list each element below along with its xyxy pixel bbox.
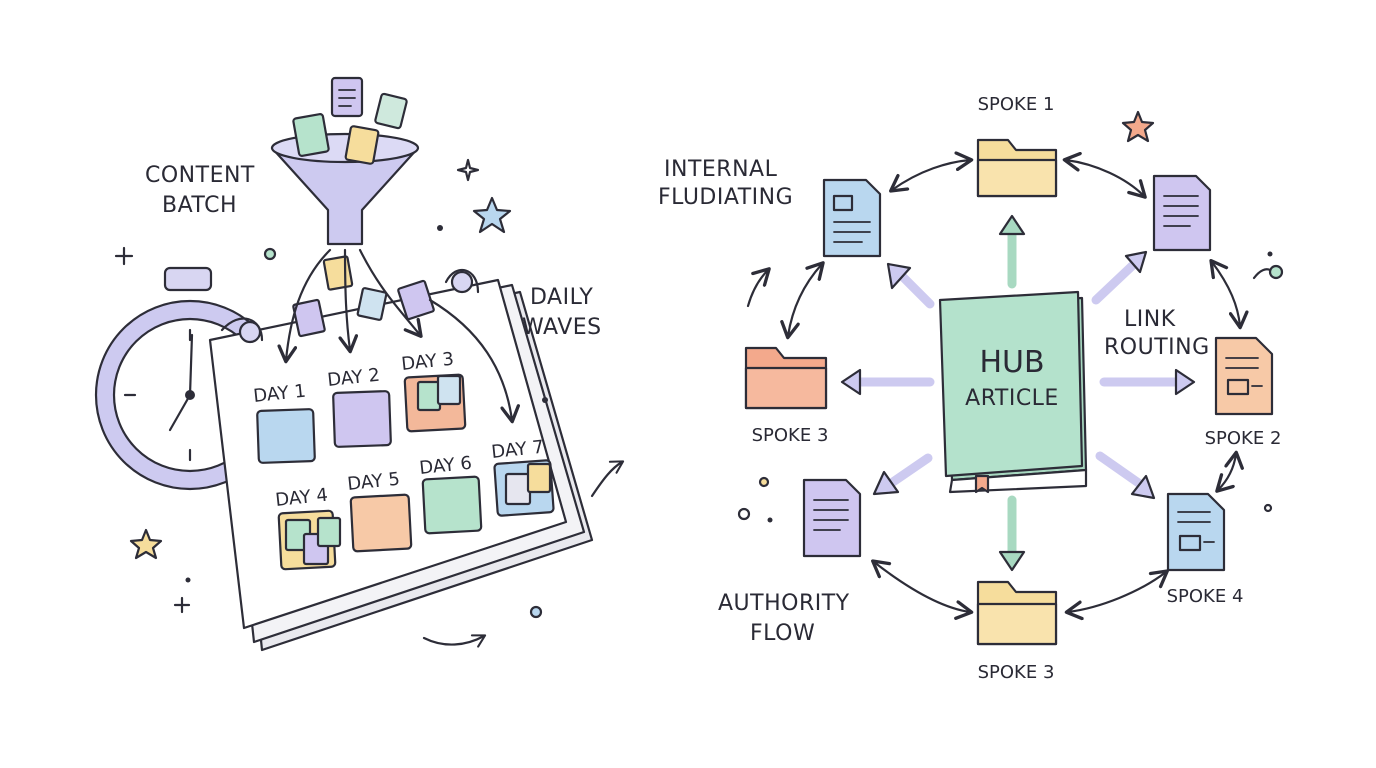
content-batch-label-line2: BATCH — [162, 193, 237, 218]
funnel-document-icons — [292, 76, 408, 165]
daily-waves-label-line1: DAILY — [530, 285, 593, 310]
hub-label-line1: HUB — [979, 345, 1044, 380]
daily-waves-label-line2: WAVES — [522, 315, 602, 340]
day-cell-7 — [493, 459, 555, 517]
spoke-3-left-folder-icon — [744, 346, 828, 410]
internal-label-line2: FLUDIATING — [658, 185, 793, 210]
left-decorations — [114, 158, 625, 648]
wave-arrows — [277, 248, 520, 424]
spoke-4-document-icon — [1166, 492, 1226, 572]
spoke-2-label: SPOKE 2 — [1205, 428, 1282, 449]
spoke-3-left-label: SPOKE 3 — [752, 425, 829, 446]
top-right-document-icon — [1152, 174, 1212, 252]
day-cell-5 — [349, 493, 413, 553]
bottom-left-document-icon — [802, 478, 862, 558]
authority-flow-label-line2: FLOW — [750, 621, 815, 646]
spoke-3-bottom-label: SPOKE 3 — [978, 662, 1055, 683]
day-cell-2 — [332, 390, 392, 448]
spoke-ring-connections — [746, 151, 1249, 621]
spoke-1-label: SPOKE 1 — [978, 94, 1055, 115]
funnel-icon — [270, 132, 420, 246]
right-decorations — [737, 110, 1284, 523]
day-cell-1 — [256, 408, 316, 464]
hub-label-line2: ARTICLE — [965, 386, 1059, 411]
left-scene: DAY 1 DAY 2 DAY 3 DAY 4 DAY 5 DAY 6 DAY … — [94, 76, 625, 652]
link-routing-label-line2: ROUTING — [1104, 335, 1210, 360]
spoke-3-bottom-folder-icon — [976, 580, 1058, 646]
content-batch-label-line1: CONTENT — [145, 163, 255, 188]
top-left-document-icon — [822, 178, 882, 258]
spoke-1-folder-icon — [976, 138, 1058, 198]
spoke-4-label: SPOKE 4 — [1167, 586, 1244, 607]
day-cell-3 — [403, 373, 467, 433]
day-cell-4 — [277, 509, 342, 571]
day-cell-6 — [421, 475, 483, 535]
internal-label-line1: INTERNAL — [664, 157, 778, 182]
link-routing-label-line1: LINK — [1124, 307, 1176, 332]
hub-article-book-icon — [938, 290, 1088, 494]
hub-outward-arrows — [840, 214, 1196, 572]
spoke-2-document-icon — [1214, 336, 1274, 416]
right-scene: HUB ARTICLE SPOKE 1 SPOKE — [658, 94, 1284, 683]
authority-flow-label-line1: AUTHORITY — [718, 591, 850, 616]
